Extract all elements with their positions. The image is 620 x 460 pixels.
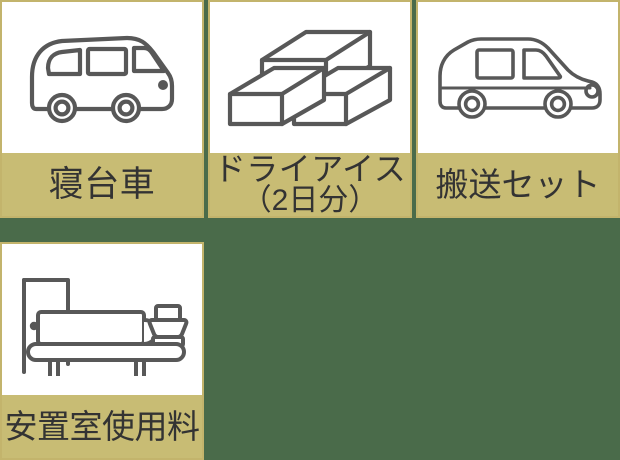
tile-label: ドライアイス [213,150,407,187]
tile-label: 寝台車 [48,165,156,204]
tile-icon-area [2,244,202,395]
tile-label: 搬送セット [435,166,601,203]
dry-ice-blocks-icon [224,22,396,134]
tile-label-bar: 寝台車 [2,153,202,216]
tile-label-bar: 搬送セット [418,153,618,216]
tile-icon-area [418,2,618,153]
tile-label-bar: 安置室使用料 [2,395,202,458]
mortuary-table-icon [10,264,194,376]
tile-icon-area [210,2,410,153]
station-wagon-icon [432,28,604,128]
tile-label-bar: ドライアイス （2日分） [210,153,410,216]
tile-label: 安置室使用料 [4,408,201,445]
tile-dry-ice[interactable]: ドライアイス （2日分） [208,0,412,218]
tile-transport-set[interactable]: 搬送セット [416,0,620,218]
tile-sublabel: （2日分） [241,183,379,217]
tile-icon-area [2,2,202,153]
tile-mortuary-room-fee[interactable]: 安置室使用料 [0,242,204,460]
van-icon [22,25,182,130]
tile-hearse-van[interactable]: 寝台車 [0,0,204,218]
